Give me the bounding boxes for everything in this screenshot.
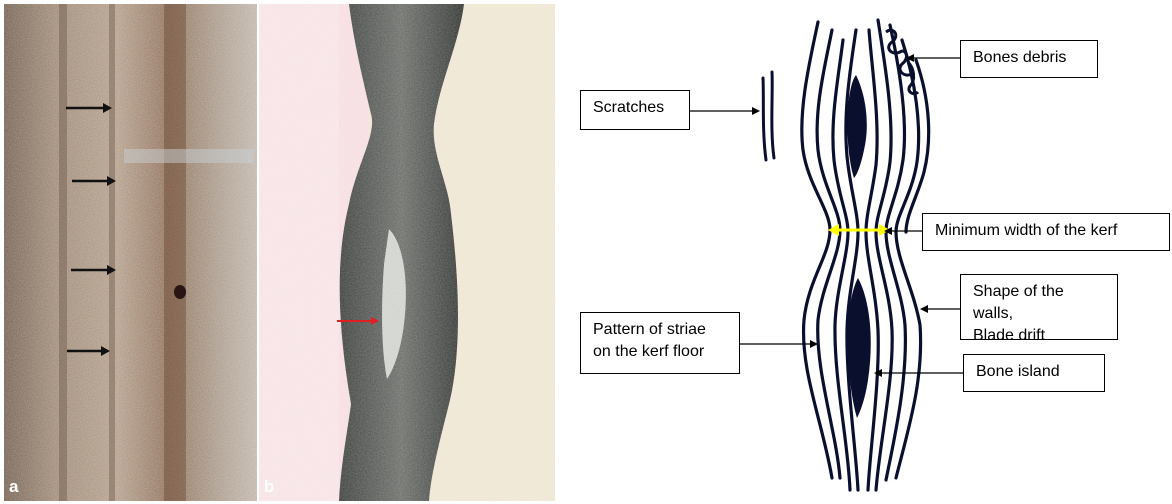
label-scratches: Scratches — [580, 90, 690, 130]
label-bone-island-text: Bone island — [976, 363, 1060, 380]
label-shape-walls-line1: Shape of the walls, — [973, 281, 1105, 325]
label-striae-line2: on the kerf floor — [593, 341, 727, 363]
label-bones-debris-text: Bones debris — [973, 49, 1066, 66]
photo-a-image — [4, 4, 257, 501]
panel-a-letter: a — [9, 477, 18, 497]
photo-b-image — [259, 4, 555, 501]
panel-b-letter: b — [264, 477, 274, 497]
scratch-marks — [763, 72, 774, 160]
label-shape-walls-line2: Blade drift — [973, 325, 1105, 347]
label-min-width: Minimum width of the kerf — [922, 213, 1170, 251]
label-striae-line1: Pattern of striae — [593, 319, 727, 341]
photo-panel-a: a — [4, 4, 257, 501]
bone-island-upper — [847, 75, 867, 178]
label-scratches-text: Scratches — [593, 99, 664, 116]
kerf-diagram: Scratches Bones debris Minimum width of … — [560, 0, 1172, 504]
label-bones-debris: Bones debris — [960, 40, 1098, 78]
label-striae: Pattern of striae on the kerf floor — [580, 312, 740, 374]
label-bone-island: Bone island — [963, 354, 1105, 392]
label-min-width-text: Minimum width of the kerf — [935, 222, 1117, 239]
label-shape-walls: Shape of the walls, Blade drift — [960, 274, 1118, 340]
photo-panel-b: b — [259, 4, 555, 501]
